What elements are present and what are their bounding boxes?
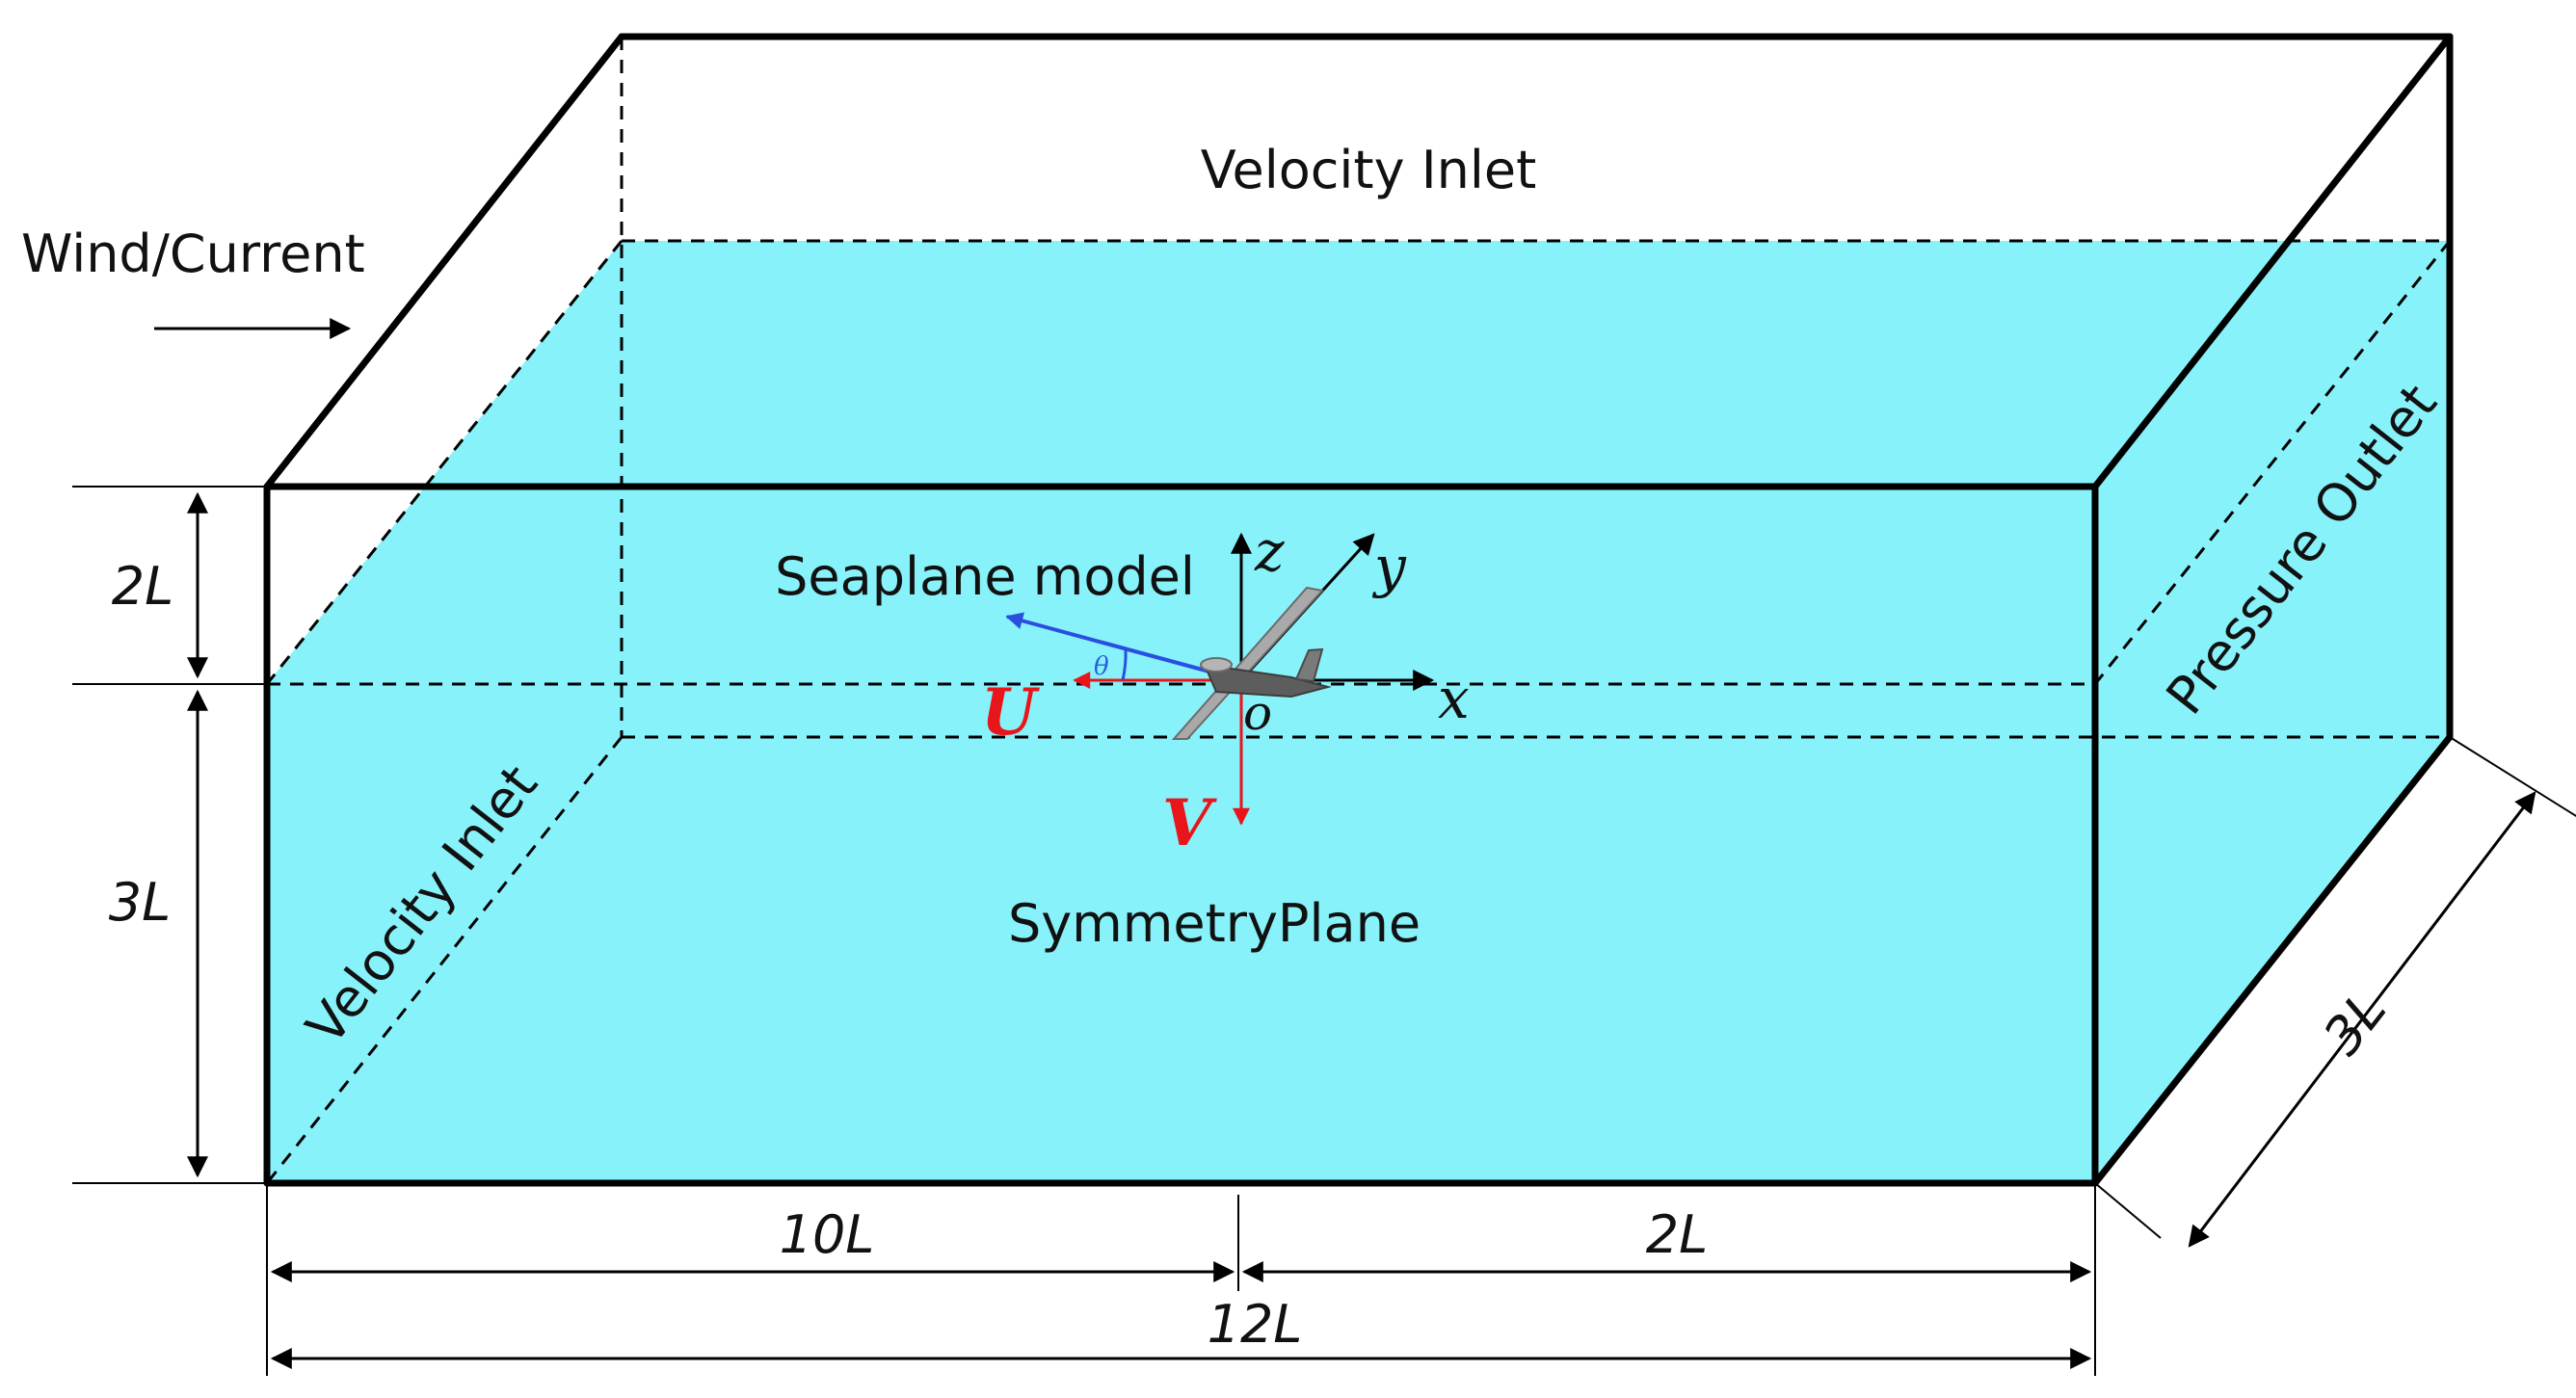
- extension-lines-left: [72, 486, 267, 1184]
- dim-above-label: 2L: [112, 556, 173, 617]
- dim-upstream-label: 10L: [780, 1204, 875, 1265]
- dimension-arrows: [187, 491, 2536, 1369]
- resultant-velocity-arrow: [1005, 612, 1242, 682]
- axis-x-label: x: [1438, 666, 1470, 731]
- dim-total-label: 12L: [1208, 1294, 1303, 1355]
- water-surface: [267, 241, 2450, 684]
- extension-lines-bottom: [266, 1183, 2096, 1376]
- dim-width-label: 3L: [2312, 980, 2398, 1067]
- theta-label: θ: [1094, 652, 1109, 681]
- extension-lines-width: [2094, 736, 2576, 1239]
- axis-z-label: z: [1254, 518, 1285, 584]
- hidden-edges: [265, 37, 2452, 1184]
- model-label: Seaplane model: [775, 546, 1195, 607]
- origin-label: o: [1243, 685, 1272, 741]
- box-edges: [263, 33, 2454, 1187]
- u-velocity-label: U: [981, 674, 1040, 750]
- top-inlet-label: Velocity Inlet: [1201, 140, 1537, 200]
- axis-y-label: y: [1371, 534, 1407, 599]
- symmetry-label: SymmetryPlane: [1008, 893, 1421, 954]
- wind-label: Wind/Current: [21, 224, 365, 284]
- dim-downstream-label: 2L: [1646, 1204, 1708, 1265]
- seaplane-model: [1171, 586, 1332, 740]
- water-front-face: [267, 684, 2095, 1183]
- dim-arrow-width: [2188, 791, 2536, 1248]
- dim-below-label: 3L: [109, 872, 171, 933]
- v-velocity-label: V: [1162, 785, 1217, 860]
- water-side-face: [2095, 241, 2450, 1183]
- theta-angle-arc: [1121, 647, 1128, 681]
